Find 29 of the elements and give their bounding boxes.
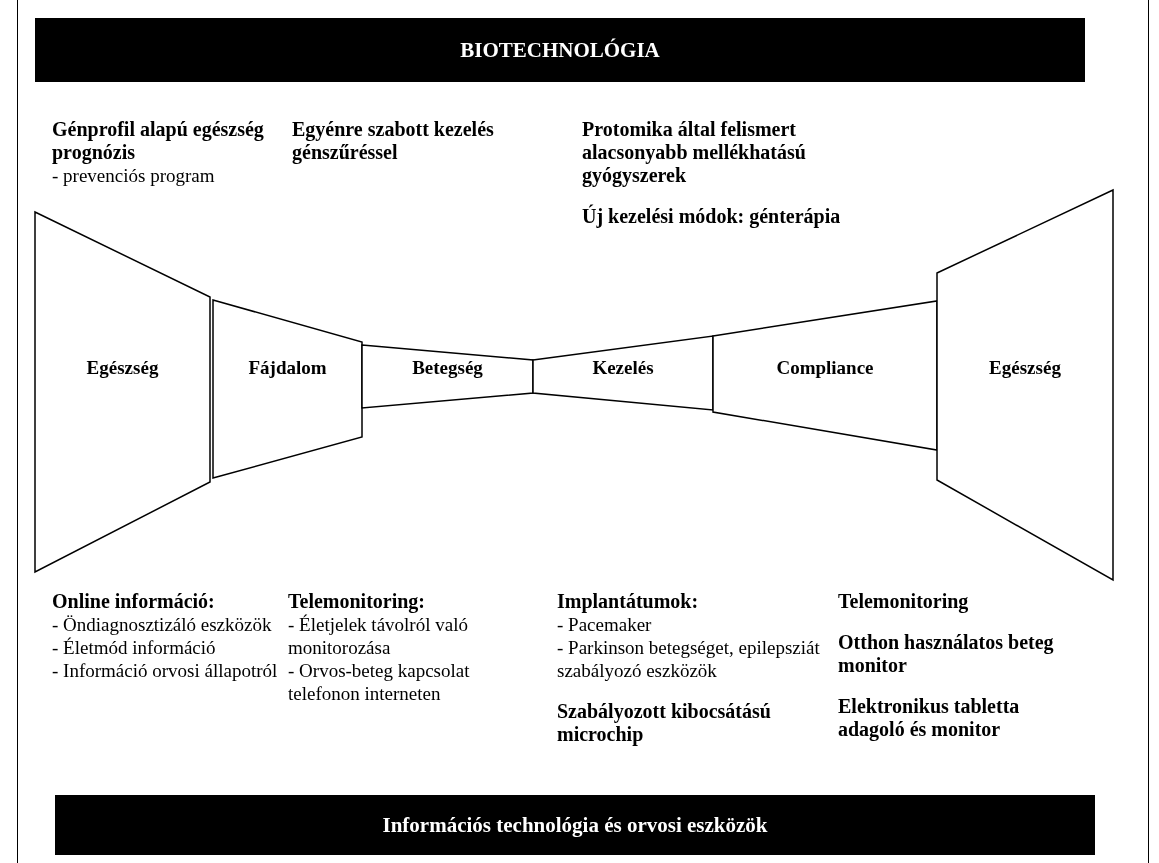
list-item: - Parkinson betegséget, epilepsziát szabályozó eszközök: [557, 636, 821, 682]
heading-text: Online információ:: [52, 590, 216, 613]
heading-text: Új kezelési módok: génterápia: [582, 205, 842, 228]
list-item: - Pacemaker: [557, 613, 653, 636]
heading-text: Szabályozott kibocsátású microchip: [557, 700, 772, 746]
stage-label: Betegség: [412, 357, 483, 379]
list-item: - Életjelek távolról való monitorozása: [288, 613, 469, 659]
heading-text: Egyénre szabott kezelés génszűréssel: [292, 118, 495, 164]
stage-label: Egészség: [989, 357, 1061, 379]
heading-text: Elektronikus tabletta adagoló és monitor: [838, 695, 1021, 741]
heading-text: Telemonitoring:: [288, 590, 427, 613]
heading-text: Génprofil alapú egészség prognózis: [52, 118, 265, 164]
band-title: Információs technológia és orvosi eszközök: [382, 812, 768, 838]
heading-text: Telemonitoring: [838, 590, 970, 613]
list-item: - Információ orvosi állapotról: [52, 659, 279, 682]
heading-text: Otthon használatos beteg monitor: [838, 631, 1055, 677]
stage-label: Fájdalom: [248, 357, 327, 379]
list-item: - Öndiagnosztizáló eszközök: [52, 613, 273, 636]
heading-text: Implantátumok:: [557, 590, 700, 613]
heading-band: [55, 795, 1095, 855]
list-item: - Életmód információ: [52, 636, 217, 659]
heading-text: Protomika által felismert alacsonyabb mellékhatású gyógyszerek: [582, 118, 807, 187]
band-title: BIOTECHNOLÓGIA: [460, 37, 660, 63]
list-item: - prevenciós program: [52, 164, 216, 187]
stage-label: Egészség: [86, 357, 159, 379]
stage-label: Compliance: [776, 357, 874, 379]
heading-band: [35, 18, 1085, 82]
stage-label: Kezelés: [592, 357, 654, 379]
list-item: - Orvos-beteg kapcsolat telefonon interneten: [288, 659, 471, 705]
